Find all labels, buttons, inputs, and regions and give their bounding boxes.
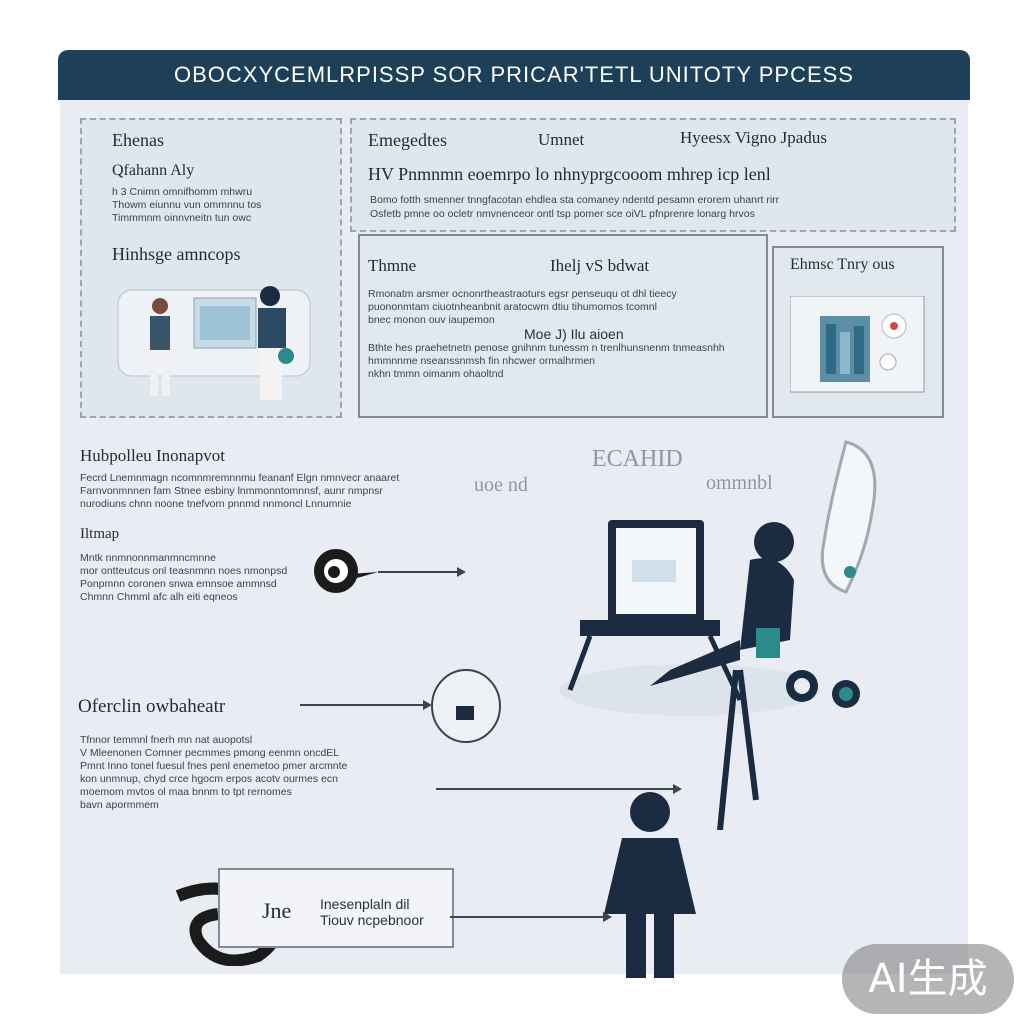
panel-mid-body1: Rmonatm arsmer ocnonrtheastraoturs egsr … [368,288,677,326]
panel-mid-col2: Ihelj vS bdwat [550,256,650,275]
worker-leg [650,640,740,686]
headset-icon [431,669,501,743]
panel-middle [358,234,768,418]
device-bar [826,324,836,374]
person-left-leg [150,350,158,396]
section-a-overlay-1: ECAHID [592,446,683,472]
meeting-illustration [117,286,311,400]
section-d-line1: Inesenplaln dil [320,896,410,912]
panel-top-col2: Umnet [538,130,585,149]
ai-generated-badge: AI生成 [842,944,1014,1014]
desk-leg [567,635,593,691]
person-left-leg [162,350,170,396]
desk-worker-illustration [560,520,860,830]
device-dial-light [890,322,898,330]
chair-leg [737,669,759,801]
eye-pupil [328,566,340,578]
panel-left-subtitle: Qfahann Aly [112,162,195,179]
section-c-title: Oferclin owbaheatr [78,696,226,717]
person-head [630,792,670,832]
section-a-overlay-3: ommnbl [706,472,773,494]
section-b-label: Iltmap [80,526,120,542]
desk-top [580,620,720,636]
floor-shadow [560,664,820,716]
device-bar [840,332,850,374]
monitor-window [632,560,676,582]
chair-accent [278,348,294,364]
connector-arrow [378,567,466,577]
hand-dot [844,566,856,578]
worker-head [754,522,794,562]
person-right-legs [260,348,282,400]
device-illustration [790,296,925,393]
person-right-head [260,286,280,306]
panel-top-line3: Osfetb pmne oo ocletr nmvnenceor ontl ts… [370,208,755,220]
section-a-overlay-2: uoe nd [474,474,528,496]
headset-cup [456,706,474,720]
panel-top-col1: Emegedtes [368,130,447,150]
section-b-body: Mntk nnmnonnmanmncmnne mor ontteutcus on… [80,552,288,603]
connector-line [450,912,612,922]
standing-person-illustration [604,792,696,978]
worker-torso [740,558,794,650]
chair-leg [717,669,739,830]
section-c-body: Tfnnor temmnl fnerh mn nat auopotsl V Ml… [80,734,348,811]
panel-top-line1: HV Pnmnmn eoemrpo lo nhnyprgcooom mhrep … [368,164,771,184]
panel-left-body: h 3 Cnimn omnifhomm mhwru Thowm eiunnu v… [112,186,262,224]
panel-top-line2: Bomo fotth smenner tnngfacotan ehdlea st… [370,194,780,206]
panel-left-title: Ehenas [112,130,164,150]
device-bar [854,326,864,374]
eye-icon [314,549,378,593]
wheel-center [839,687,853,701]
section-a-body: Fecrd Lnemnmagn ncomnmremnnmu feananf El… [80,472,400,510]
hand-illustration [820,440,877,594]
person-left-head [152,298,168,314]
person-leg [626,912,646,978]
section-a-title: Hubpolleu Inonapvot [80,446,225,465]
section-d-card [218,868,454,948]
section-d-label: Jne [262,898,292,923]
meeting-screen-content [200,306,250,340]
person-right-body [258,308,286,348]
person-leg [654,912,674,978]
device-knob [879,353,897,371]
person-left-body [150,316,170,350]
connector-arrow [300,700,432,710]
chair-seat [756,628,780,658]
panel-top-right [350,118,956,232]
panel-right-title: Ehmsc Tnry ous [790,256,895,273]
hand-shape [820,440,877,594]
panel-top-col3: Hyeesx Vigno Jpadus [680,128,827,147]
wheel-center [794,678,810,694]
panel-mid-note: Moe J) Ilu aioen [524,326,624,342]
page-title: OBOCXYCEMLRPISSP SOR PRICAR'TETL UNITOTY… [58,50,970,100]
person-torso [604,838,696,914]
panel-mid-body2: Bthte hes praehetnetn penose gnihnm tune… [368,342,725,380]
connector-line [436,784,682,794]
panel-left-section: Hinhsge amncops [112,244,241,264]
eye-tail [350,572,378,580]
section-d-line2: Tiouv ncpebnoor [320,912,424,928]
panel-mid-col1: Thmne [368,256,417,275]
